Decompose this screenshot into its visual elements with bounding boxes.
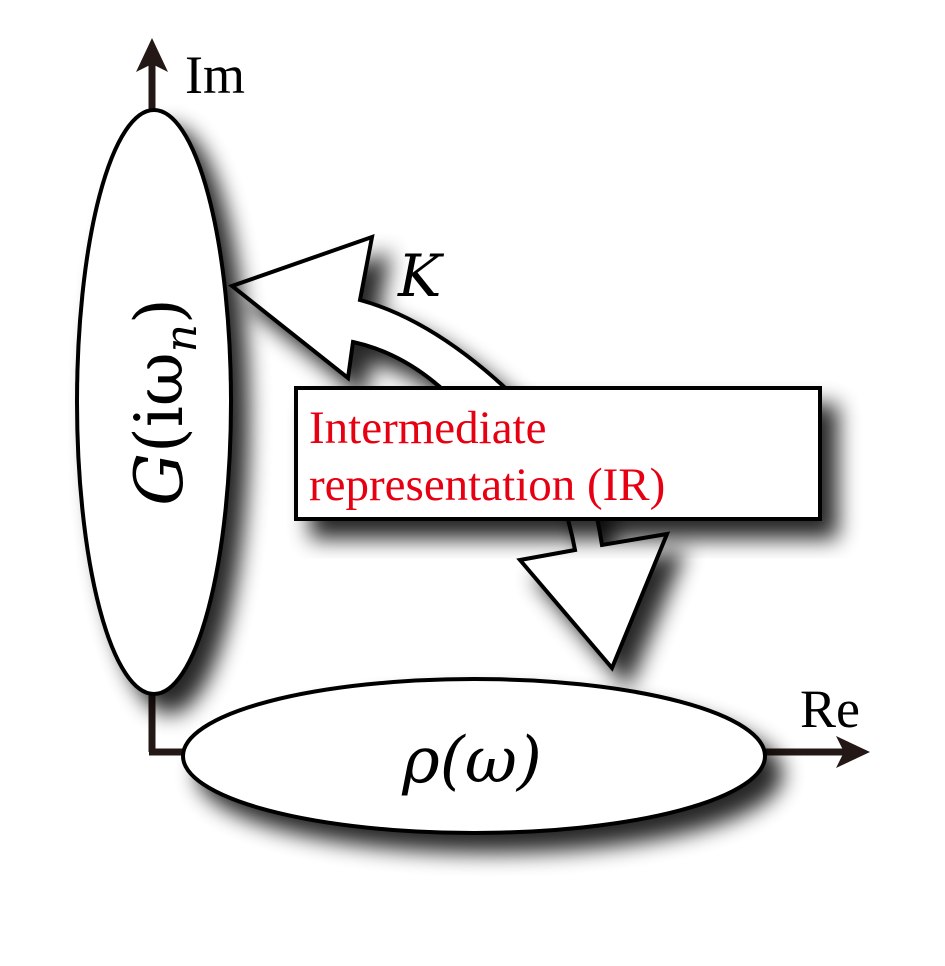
matsubara-label: G(iωn) <box>121 298 207 506</box>
imaginary-axis-label: Im <box>185 45 245 105</box>
spectral-label: ρ(ω) <box>401 724 542 798</box>
matsubara-symbol: G <box>121 453 198 506</box>
spectral-node <box>181 677 767 835</box>
matsubara-argument: (iω <box>121 352 198 453</box>
matsubara-node <box>75 108 233 696</box>
imaginary-axis-arrowhead <box>136 38 168 72</box>
ir-line-1: Intermediate <box>309 402 546 454</box>
real-axis-arrowhead <box>836 736 870 768</box>
ir-box-group <box>294 386 822 521</box>
real-axis-label: Re <box>800 679 860 739</box>
svg-text:G(iωn): G(iωn) <box>121 298 207 506</box>
ir-box <box>294 386 822 521</box>
matsubara-ellipse <box>75 108 233 696</box>
matsubara-close: ) <box>121 298 198 324</box>
matsubara-subscript: n <box>156 324 207 352</box>
ir-line-2: representation (IR) <box>309 459 665 511</box>
spectral-ellipse <box>181 677 767 835</box>
kernel-label: K <box>397 242 445 310</box>
